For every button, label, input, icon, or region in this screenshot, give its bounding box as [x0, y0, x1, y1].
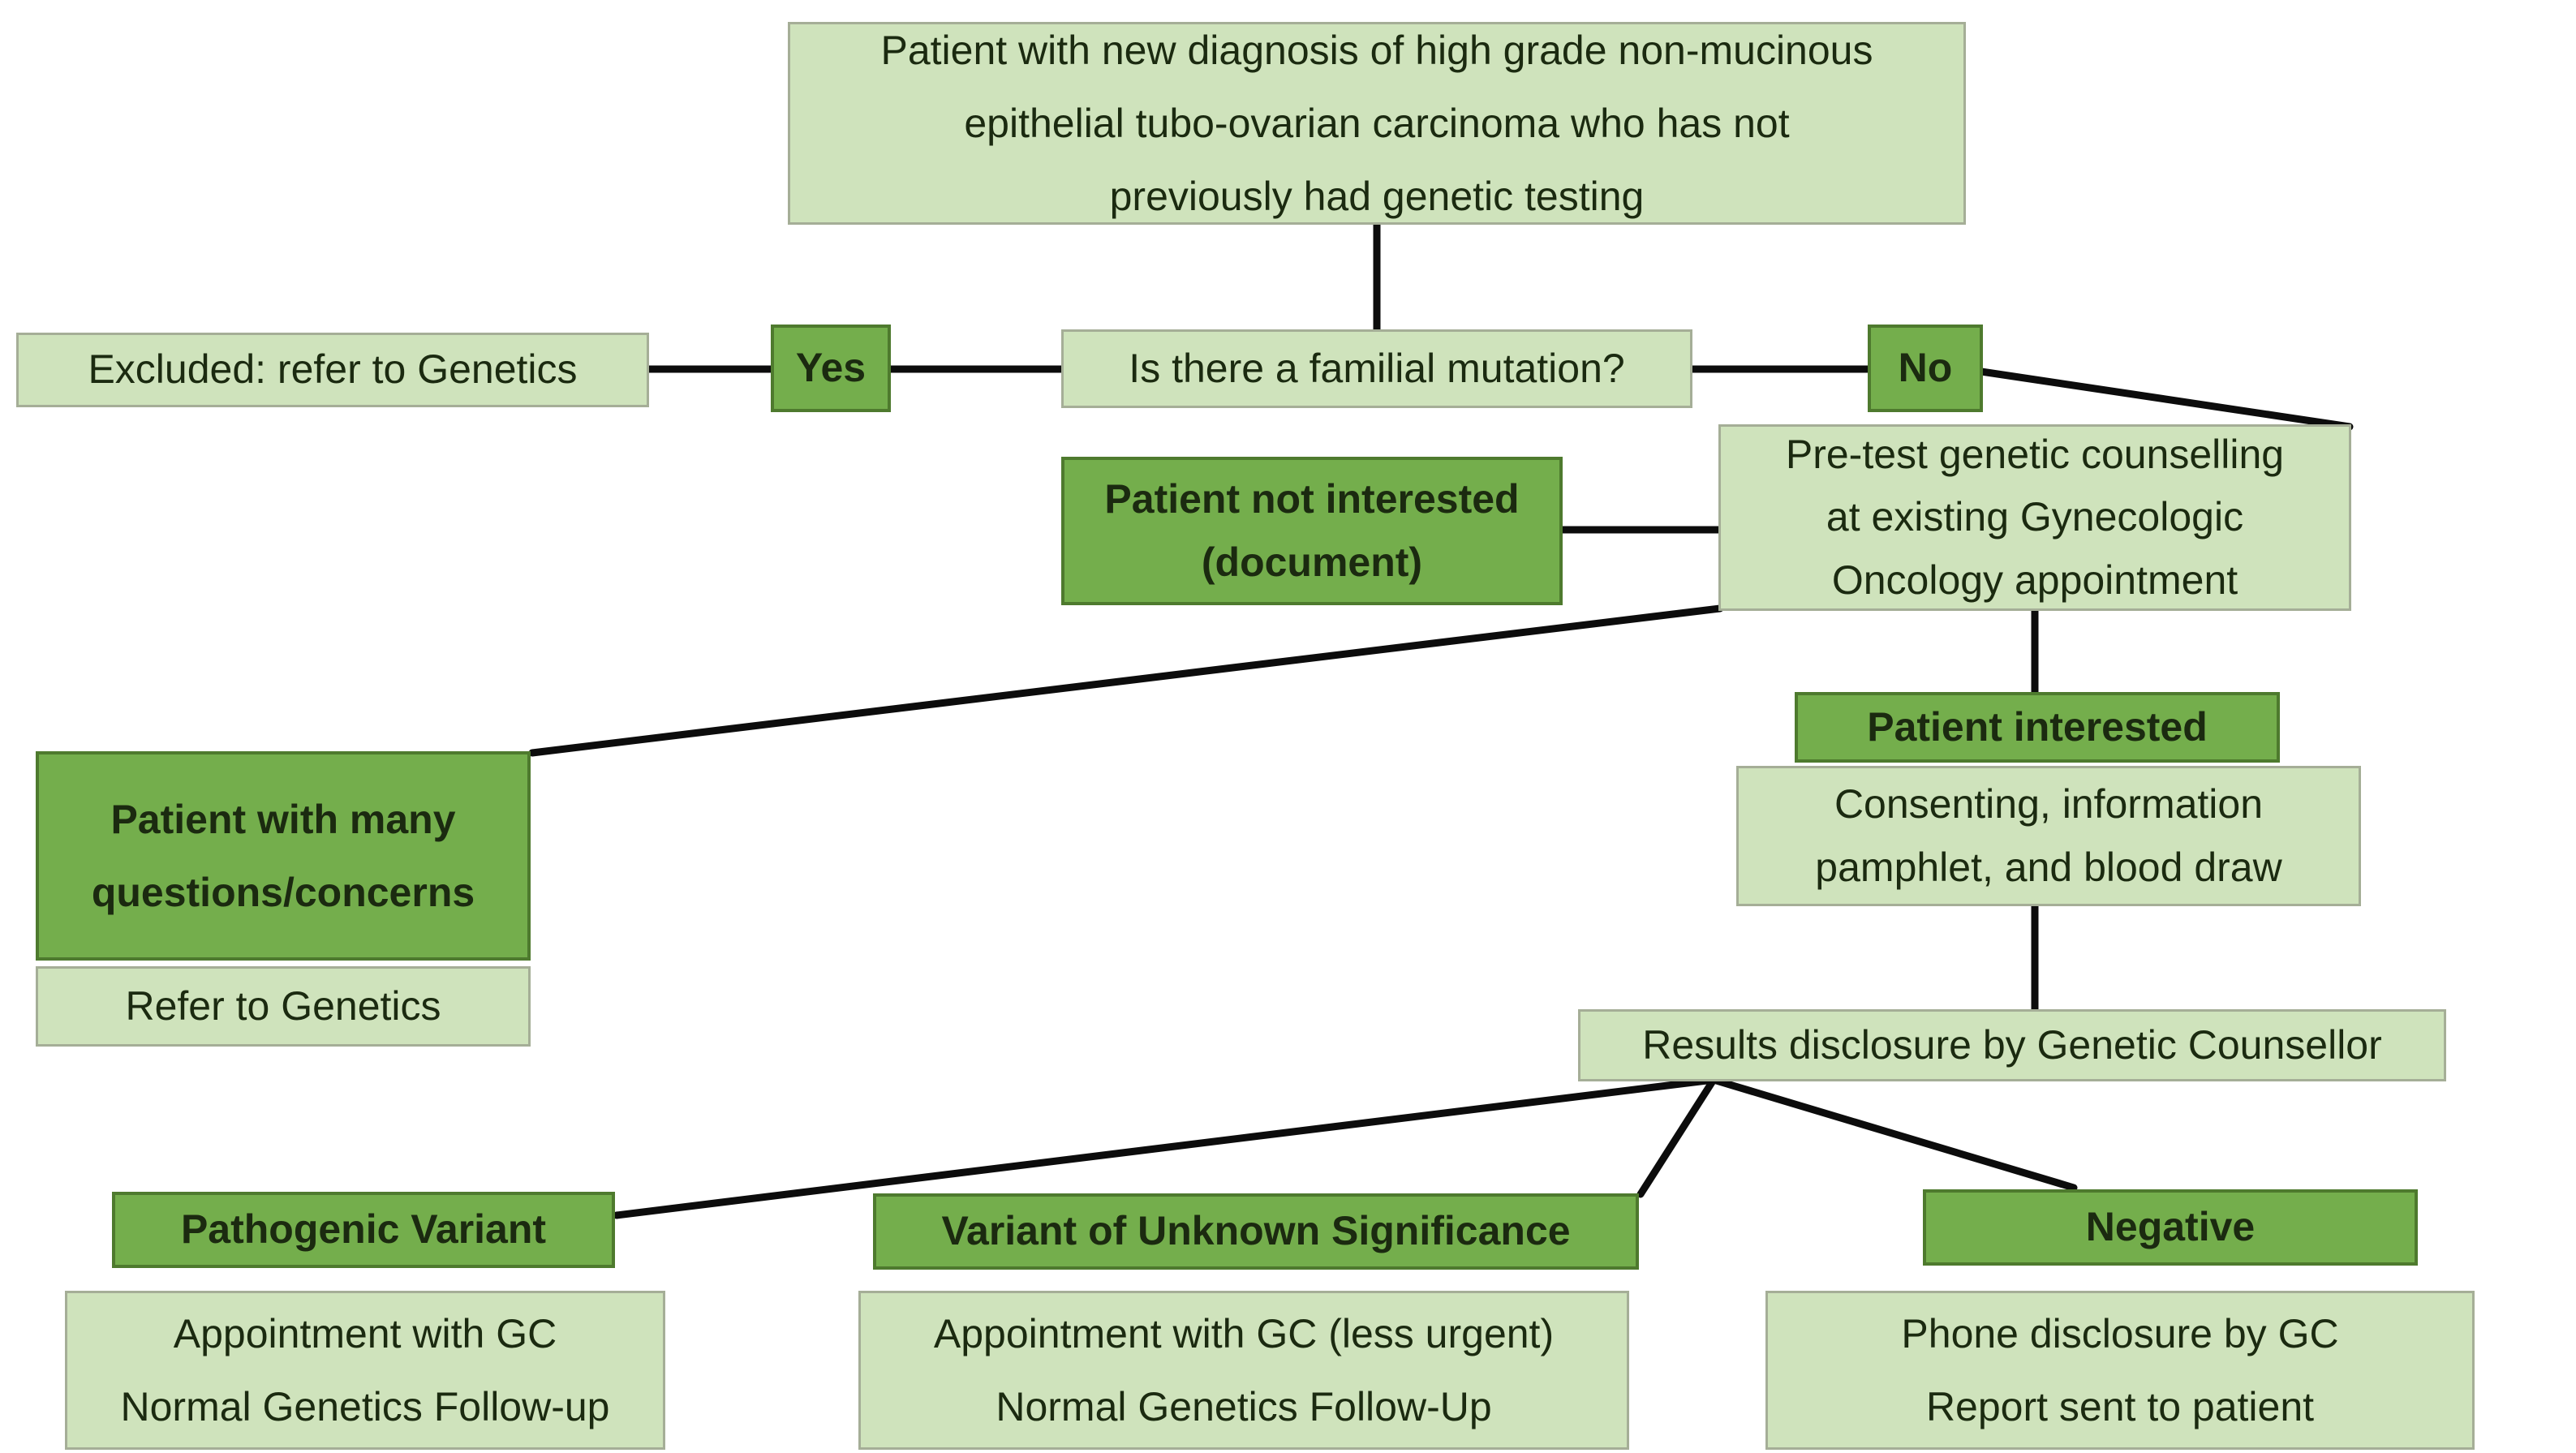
- node-interested: Patient interested: [1795, 692, 2280, 763]
- node-results: Results disclosure by Genetic Counsellor: [1578, 1009, 2446, 1081]
- node-yes: Yes: [771, 325, 891, 412]
- node-vus-detail-label: Appointment with GC (less urgent) Normal…: [933, 1311, 1555, 1429]
- node-many-questions: Patient with many questions/concerns: [36, 751, 531, 961]
- edge-no-pretest: [1977, 368, 2354, 431]
- edge-results-negative: [1709, 1076, 2078, 1192]
- node-refer-label: Refer to Genetics: [125, 982, 441, 1029]
- node-negative-detail-label: Phone disclosure by GC Report sent to pa…: [1901, 1311, 2339, 1429]
- edge-results-vus: [1636, 1076, 1718, 1198]
- node-interested-label: Patient interested: [1867, 703, 2208, 750]
- node-pretest: Pre-test genetic counselling at existing…: [1718, 424, 2351, 611]
- node-no: No: [1868, 325, 1983, 412]
- node-negative: Negative: [1923, 1189, 2418, 1266]
- node-vus-detail: Appointment with GC (less urgent) Normal…: [858, 1291, 1629, 1450]
- node-not-interested: Patient not interested (document): [1061, 457, 1563, 605]
- node-negative-label: Negative: [2085, 1204, 2256, 1250]
- node-not-interested-label: Patient not interested (document): [1104, 476, 1520, 585]
- node-pathogenic-detail-label: Appointment with GC Normal Genetics Foll…: [120, 1311, 610, 1429]
- node-start: Patient with new diagnosis of high grade…: [788, 22, 1966, 225]
- node-question-label: Is there a familial mutation?: [1129, 345, 1625, 391]
- node-yes-label: Yes: [795, 345, 867, 391]
- node-consenting-label: Consenting, information pamphlet, and bl…: [1815, 781, 2282, 890]
- node-pretest-label: Pre-test genetic counselling at existing…: [1785, 431, 2285, 603]
- node-vus: Variant of Unknown Significance: [873, 1193, 1639, 1270]
- node-pathogenic: Pathogenic Variant: [112, 1192, 615, 1268]
- edge-results-pathogenic: [613, 1076, 1718, 1219]
- node-vus-label: Variant of Unknown Significance: [941, 1208, 1571, 1254]
- node-refer: Refer to Genetics: [36, 966, 531, 1047]
- node-pathogenic-detail: Appointment with GC Normal Genetics Foll…: [65, 1291, 665, 1450]
- node-results-label: Results disclosure by Genetic Counsellor: [1642, 1021, 2382, 1068]
- edge-pretest-manyquestions: [528, 604, 1724, 757]
- node-many-questions-label: Patient with many questions/concerns: [91, 797, 475, 915]
- node-pathogenic-label: Pathogenic Variant: [180, 1206, 547, 1253]
- node-no-label: No: [1898, 345, 1953, 391]
- node-excluded-label: Excluded: refer to Genetics: [88, 346, 578, 393]
- node-question: Is there a familial mutation?: [1061, 329, 1692, 408]
- node-excluded: Excluded: refer to Genetics: [16, 333, 649, 407]
- node-negative-detail: Phone disclosure by GC Report sent to pa…: [1765, 1291, 2475, 1450]
- node-start-label: Patient with new diagnosis of high grade…: [880, 28, 1873, 219]
- node-consenting: Consenting, information pamphlet, and bl…: [1736, 766, 2361, 906]
